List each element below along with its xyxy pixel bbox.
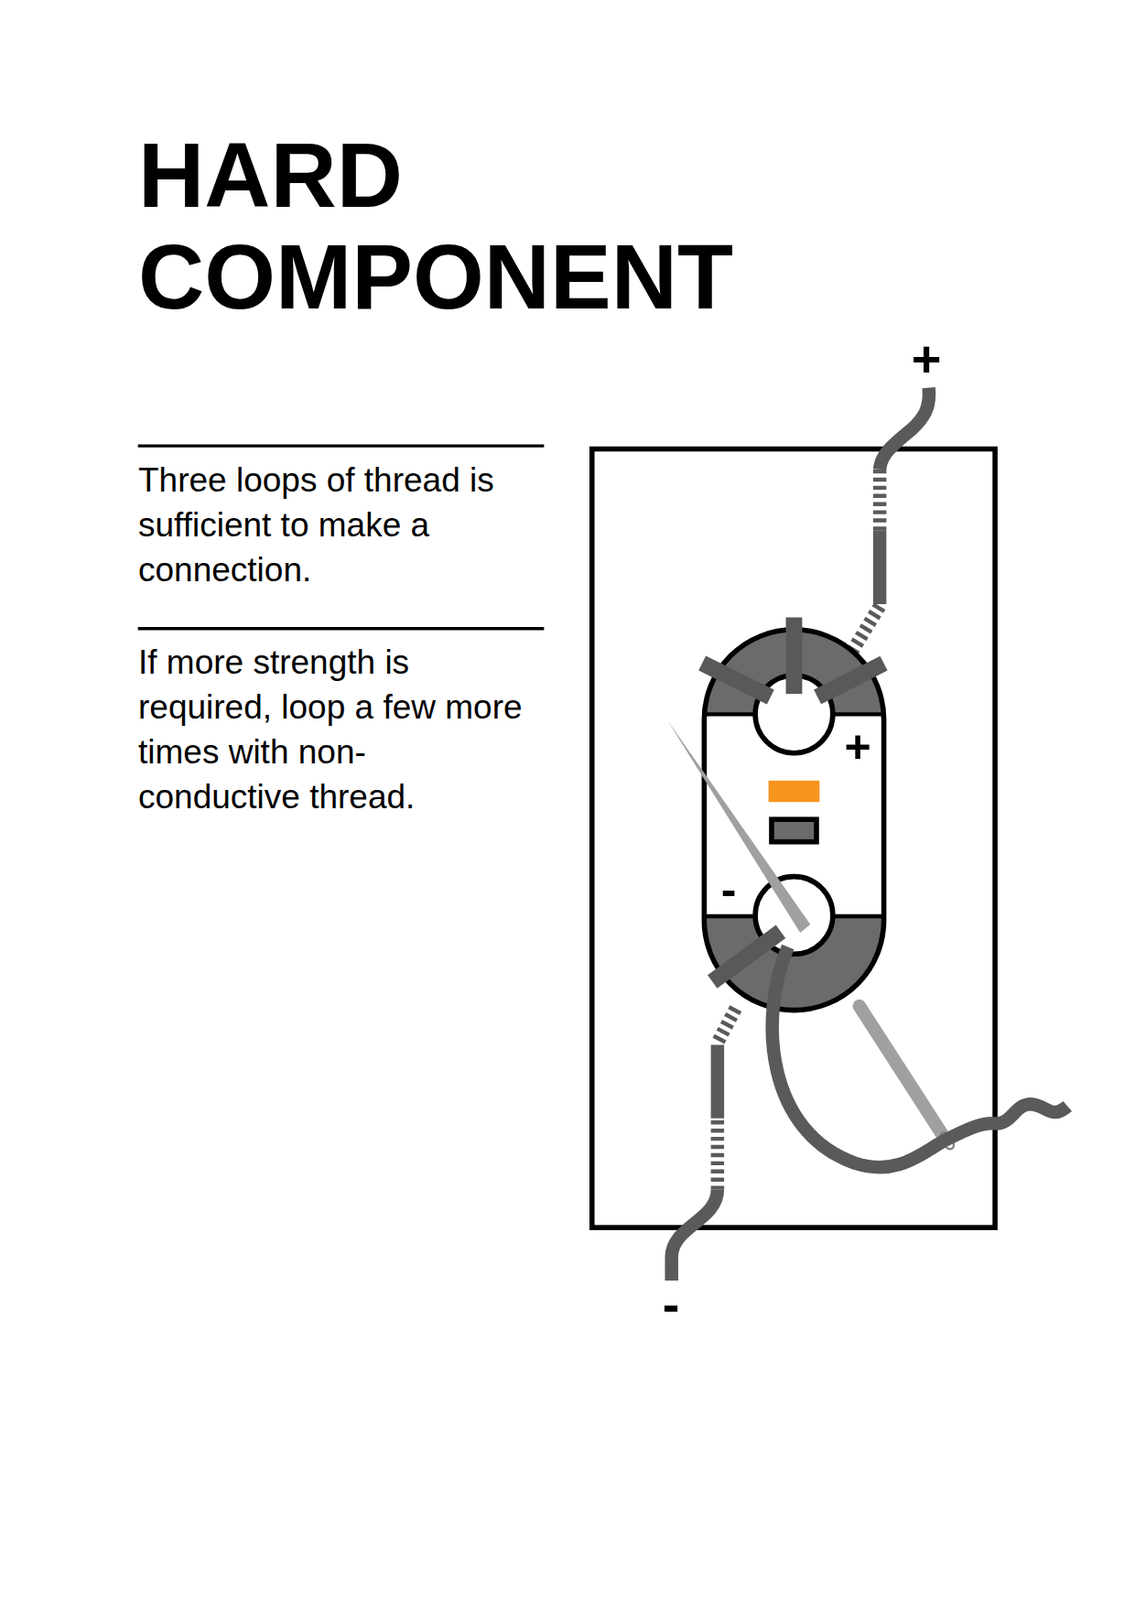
conductive-thread xyxy=(873,530,887,605)
polarity-sign: - xyxy=(662,1278,681,1330)
led-light xyxy=(768,780,821,802)
conductive-thread xyxy=(879,388,930,470)
page-title: HARD COMPONENT xyxy=(138,124,834,328)
needle-tip xyxy=(667,720,811,933)
polarity-sign: + xyxy=(843,724,871,770)
polarity-sign: - xyxy=(721,866,737,913)
rule-line xyxy=(138,626,545,630)
note-text: Three loops of thread is sufficient to m… xyxy=(138,457,528,593)
sewing-thread xyxy=(772,947,1069,1168)
stitch xyxy=(702,663,771,698)
conductive-thread xyxy=(711,1045,725,1119)
stitch xyxy=(786,616,803,694)
thread-under-fabric xyxy=(851,605,880,653)
thread-under-fabric xyxy=(711,1118,725,1190)
stitch xyxy=(817,663,884,698)
note-text: If more strength is required, loop a few… xyxy=(138,639,528,820)
rule-line xyxy=(138,443,545,447)
stitch xyxy=(712,931,781,983)
needle xyxy=(859,1005,946,1139)
thread-under-fabric xyxy=(718,1005,737,1041)
thread-under-fabric xyxy=(873,469,887,531)
chip xyxy=(771,819,817,843)
conductive-thread xyxy=(671,1189,718,1281)
polarity-sign: + xyxy=(911,333,942,385)
